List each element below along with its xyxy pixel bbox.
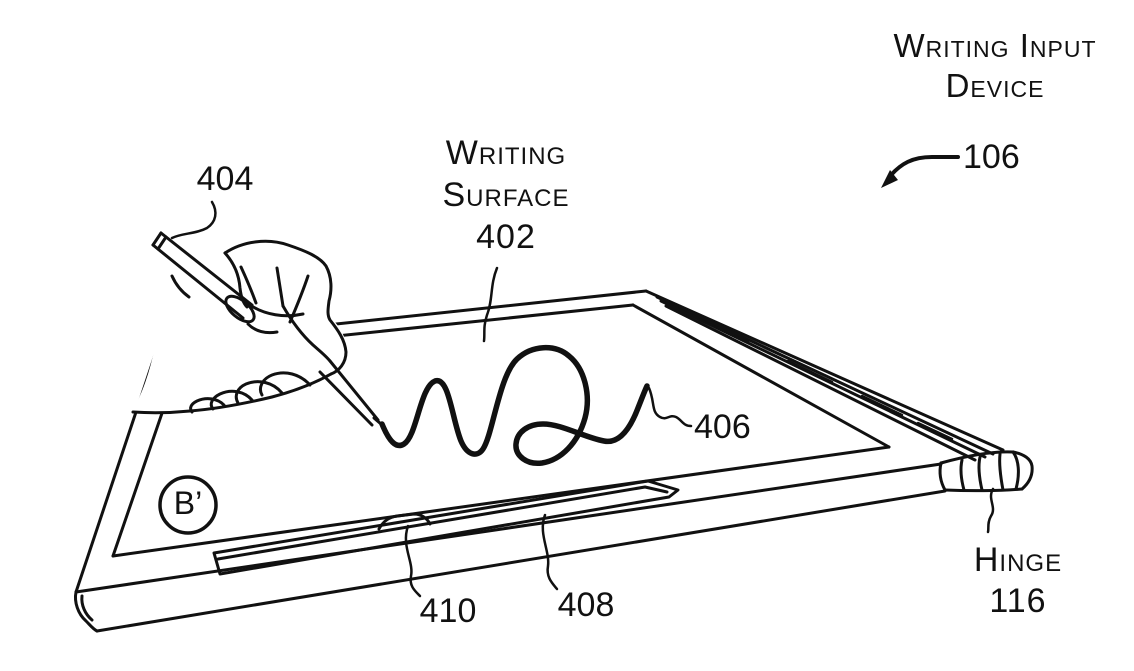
figure-title: Writing Input Device xyxy=(855,26,1134,106)
ref-label-116: 116 xyxy=(989,582,1047,620)
index-finger-edge xyxy=(281,304,332,363)
thumb-web-edge xyxy=(170,274,191,299)
bezel-right-edge xyxy=(631,303,891,449)
thumb-nail xyxy=(224,294,256,324)
ref-label-410: 410 xyxy=(419,592,477,630)
finger-curl-3 xyxy=(209,389,254,411)
ref-label-404: 404 xyxy=(196,160,254,198)
leader-410 xyxy=(404,524,422,598)
leader-406 xyxy=(647,386,693,428)
hinge-stripe-dashes xyxy=(698,318,954,441)
ref-label-406: 406 xyxy=(694,408,751,446)
finger-line-2 xyxy=(275,266,285,308)
finger-curl-2 xyxy=(234,380,284,405)
hand-drawing xyxy=(130,231,383,427)
leader-404 xyxy=(170,200,217,240)
ref-label-402: 402 xyxy=(476,218,536,256)
tablet-corner-inner-line xyxy=(80,594,94,622)
notch xyxy=(377,512,432,531)
figure-title-line1: Writing Input xyxy=(893,27,1097,64)
stylus-tip-lower xyxy=(318,370,374,427)
hand-top-contour xyxy=(223,239,348,376)
hinge-stripes xyxy=(655,295,995,462)
tablet-right-edge xyxy=(644,289,1005,452)
tablet-corner-curve xyxy=(74,590,99,633)
section-marker-label: B’ xyxy=(173,485,203,521)
ref-arrow-106 xyxy=(881,155,960,188)
finger-curl-1 xyxy=(258,371,312,397)
ink-stroke xyxy=(379,345,650,466)
section-marker-circle xyxy=(158,475,218,535)
ref-label-106: 106 xyxy=(963,138,1020,176)
tablet-bottom-edge xyxy=(95,489,947,633)
figure-title-line2: Device xyxy=(945,67,1045,104)
curled-fingers-contour xyxy=(131,372,333,415)
finger-line-1 xyxy=(239,265,258,305)
leader-402 xyxy=(482,266,499,343)
stylus-cap-band xyxy=(156,235,168,251)
leader-408 xyxy=(541,513,559,591)
tablet-drawing xyxy=(74,289,1034,633)
ref-label-408: 408 xyxy=(557,586,615,624)
stylus-upper-edge xyxy=(159,231,254,307)
knuckle-crease xyxy=(248,303,305,318)
surface-label-line1: Writing xyxy=(445,134,567,172)
hinge-label: Hinge 116 xyxy=(950,540,1086,622)
pen-tray-slot xyxy=(212,479,680,576)
writing-surface-label: Writing Surface 402 xyxy=(410,132,602,258)
hinge-label-name: Hinge xyxy=(973,541,1063,579)
hinge-end-cap xyxy=(938,450,1034,493)
leader-lines xyxy=(170,155,995,598)
stylus-end-cap xyxy=(151,231,163,247)
surface-label-line2: Surface xyxy=(442,176,570,214)
stylus-nib xyxy=(372,416,383,426)
bezel-bottom-edge xyxy=(111,445,891,558)
thumb-tip-crease xyxy=(246,322,279,335)
finger-curl-4 xyxy=(189,397,226,414)
leader-hinge xyxy=(986,487,995,534)
writing-surface xyxy=(111,303,891,558)
